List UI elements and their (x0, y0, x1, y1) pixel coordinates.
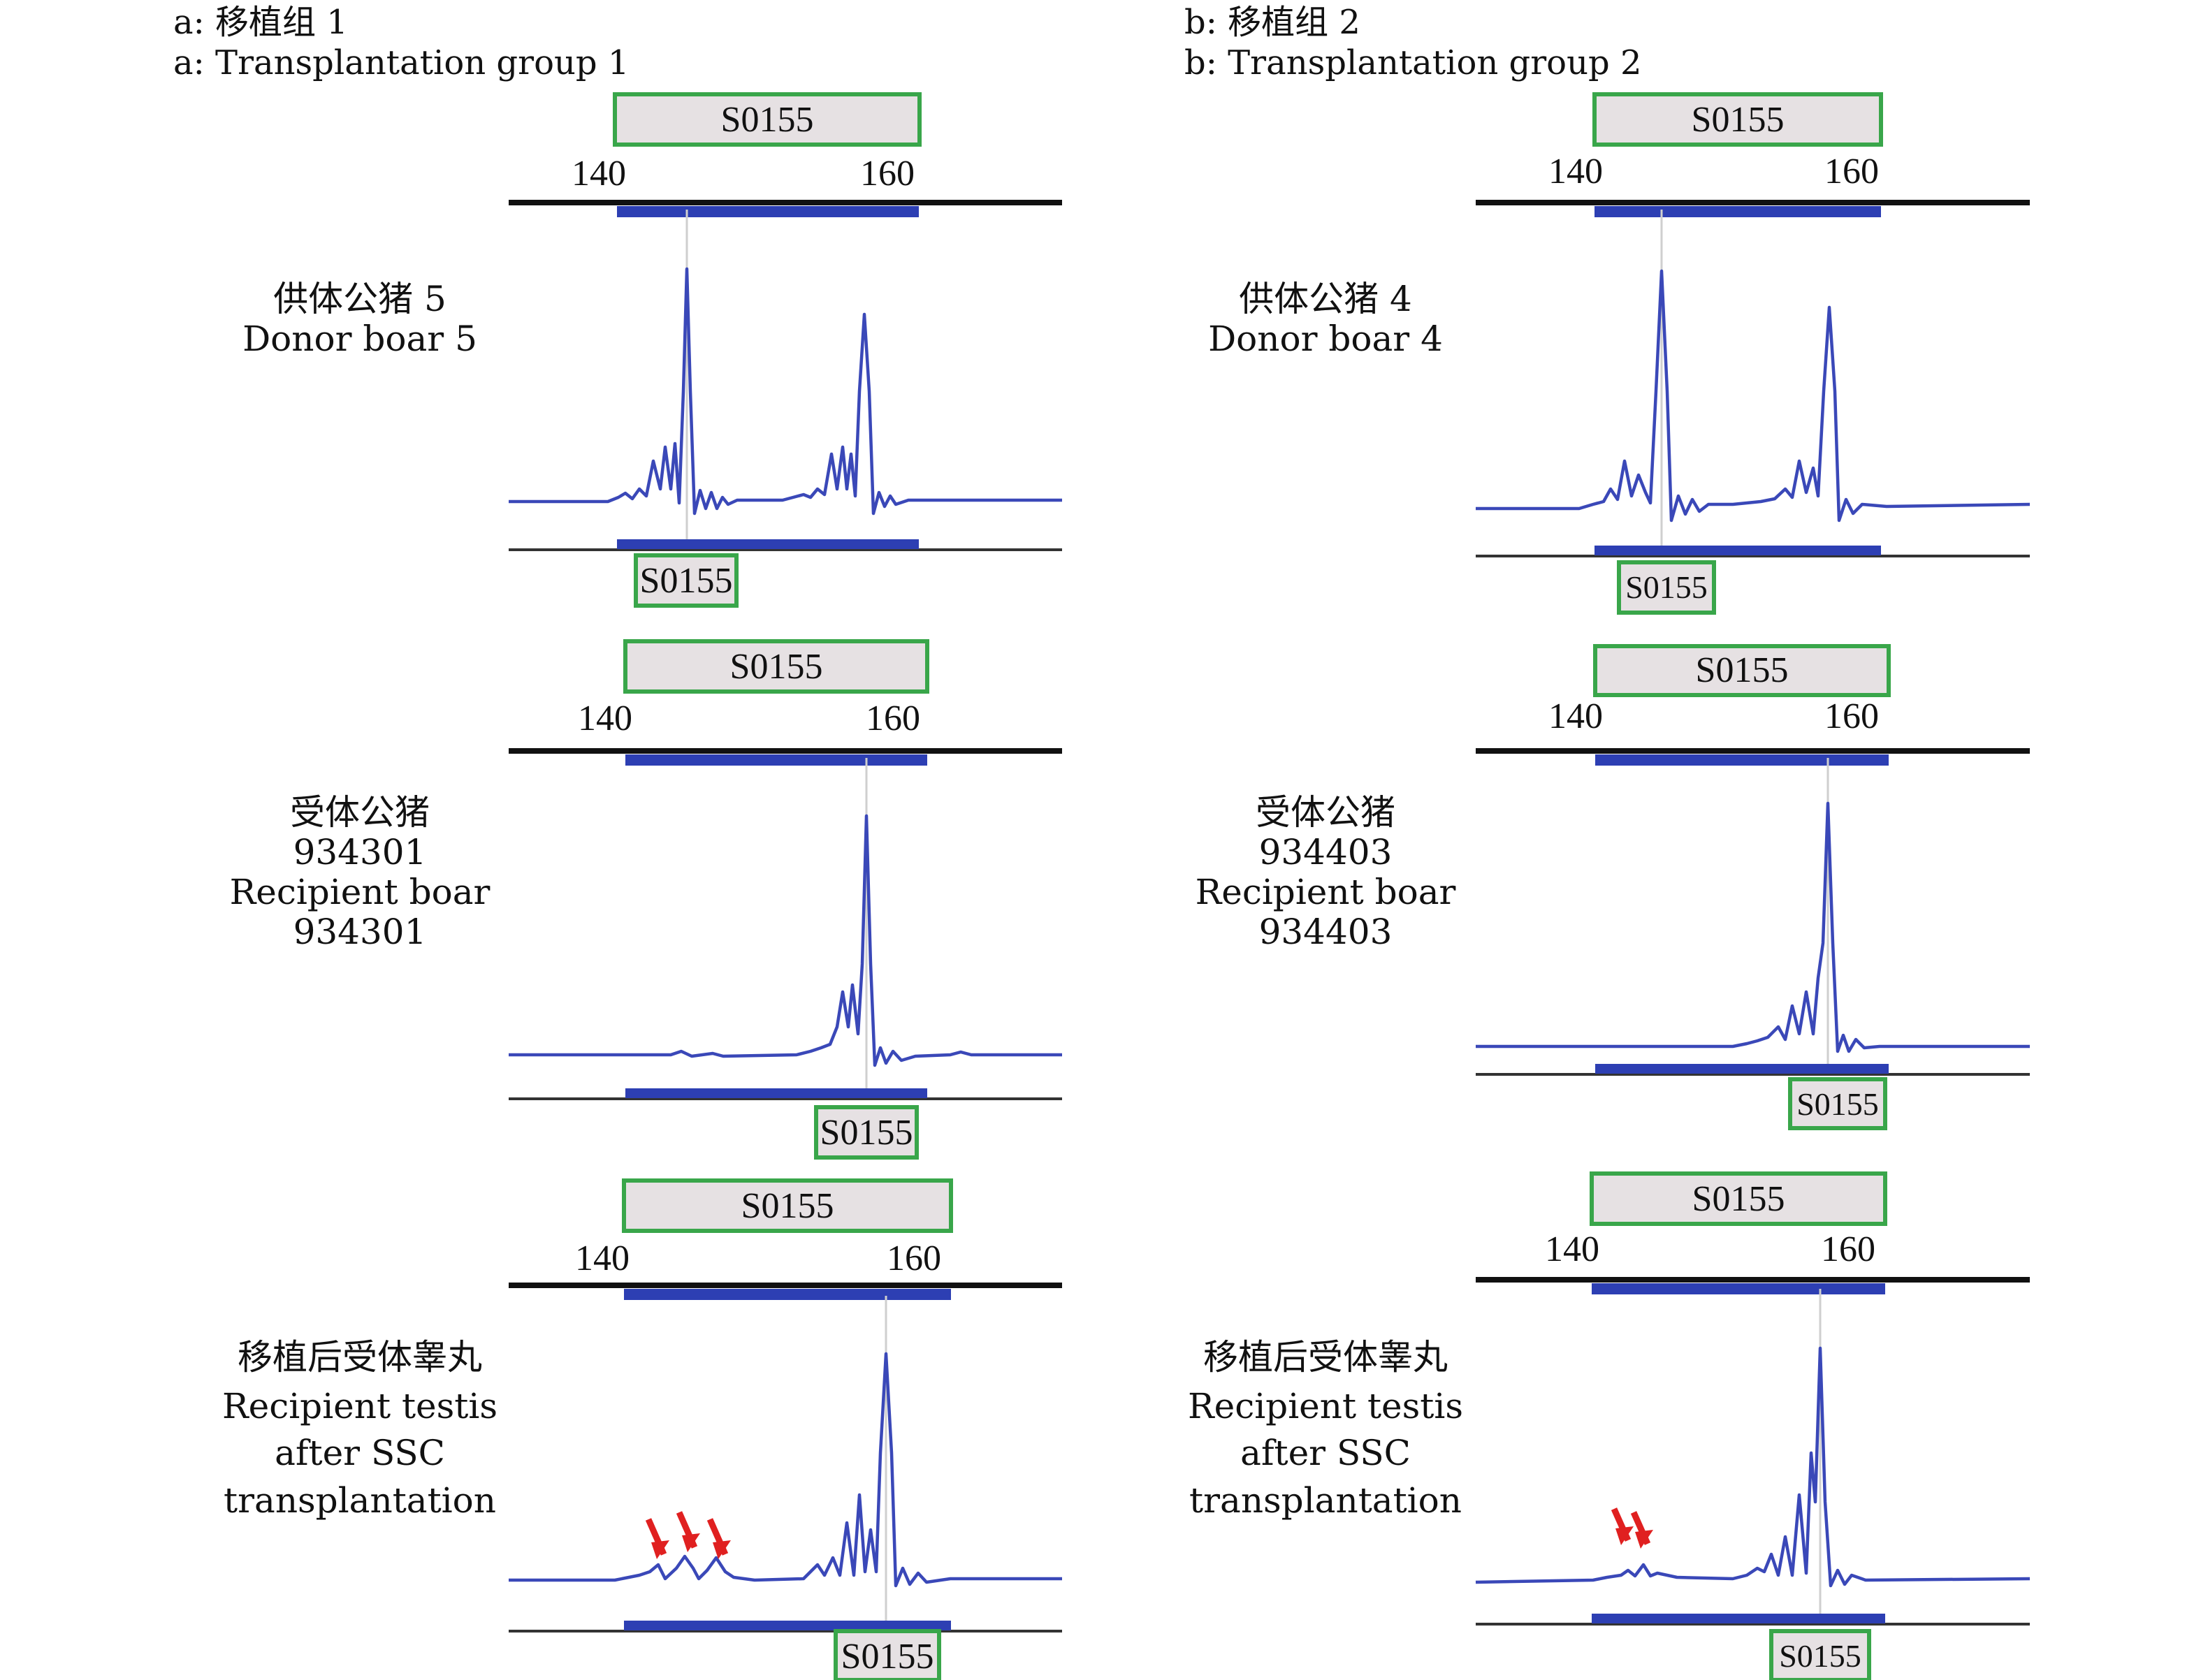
b2-label-id-en: 934403 (1259, 912, 1393, 952)
trace (1476, 801, 2030, 1053)
bin-bar-bottom (624, 1621, 951, 1630)
marker-box-top (1593, 644, 1891, 697)
bin-bar-top (1595, 754, 1889, 766)
panel-b1: S0155 140 160 S0155 (1476, 92, 2031, 615)
red-arrow-2-head (682, 1533, 700, 1552)
marker-box-bottom (1617, 560, 1716, 615)
trace (1476, 269, 2031, 523)
marker-label-bottom: S0155 (1625, 569, 1708, 605)
panel-b-header-en: b: Transplantation group 2 (1184, 43, 1642, 82)
a2-label-en: Recipient boar (230, 872, 491, 912)
bin-bar-top (624, 1289, 951, 1300)
marker-label-bottom: S0155 (1796, 1086, 1879, 1122)
bin-bar-bottom (1595, 546, 1881, 555)
red-arrow-2-head (1635, 1530, 1653, 1549)
panel-a-header-en: a: Transplantation group 1 (173, 43, 629, 82)
tick-160: 160 (887, 1239, 941, 1278)
b1-label-zh: 供体公猪 4 (1239, 279, 1412, 319)
bin-bar-bottom (625, 1088, 927, 1098)
bin-bar-top (625, 754, 927, 766)
panel-a1: S0155 140 160 S0155 (509, 92, 1062, 608)
tick-160: 160 (866, 699, 920, 738)
panel-a-header-zh: a: 移植组 1 (173, 3, 348, 42)
panel-a2: S0155 140 160 S0155 (509, 639, 1062, 1160)
marker-box-bottom (634, 553, 739, 608)
marker-box-top (1590, 1171, 1887, 1226)
red-arrow-1-head (1615, 1526, 1634, 1545)
marker-label-bottom: S0155 (1779, 1638, 1861, 1674)
trace (1475, 1346, 2031, 1588)
b2-label-en: Recipient boar (1196, 872, 1456, 912)
marker-label-bottom: S0155 (841, 1637, 934, 1677)
panel-b2: S0155 140 160 S0155 (1476, 644, 2030, 1130)
a3-label-en-1: Recipient testis (222, 1386, 497, 1426)
marker-label-top: S0155 (1692, 100, 1785, 140)
b3-label-zh: 移植后受体睾丸 (1203, 1337, 1448, 1378)
panel-b3: S0155 140 160 S0155 (1475, 1171, 2031, 1680)
b1-label-en: Donor boar 4 (1208, 319, 1443, 359)
marker-label-top: S0155 (1692, 1179, 1785, 1219)
marker-box-top (623, 639, 929, 694)
tick-140: 140 (1548, 696, 1603, 736)
marker-label-top: S0155 (1696, 650, 1789, 690)
b3-label-en-2: after SSC (1240, 1433, 1411, 1473)
marker-label-bottom: S0155 (640, 561, 733, 601)
bin-bar-top (1592, 1283, 1885, 1294)
marker-label-bottom: S0155 (820, 1113, 913, 1153)
a1-label-zh: 供体公猪 5 (273, 279, 446, 319)
b3-label-en-3: transplantation (1189, 1480, 1462, 1521)
arrow-markers (645, 1511, 731, 1559)
trace (509, 814, 1062, 1067)
marker-box-bottom (834, 1629, 941, 1680)
trace (509, 1352, 1062, 1588)
a2-label-zh: 受体公猪 (290, 792, 430, 833)
marker-box-top (1592, 92, 1883, 147)
arrow-markers (1611, 1507, 1653, 1549)
bin-bar-top (617, 206, 919, 217)
a2-label-id: 934301 (293, 832, 427, 872)
tick-140: 140 (578, 699, 632, 738)
tick-140: 140 (572, 154, 626, 193)
bin-bar-bottom (1595, 1064, 1889, 1074)
tick-160: 160 (1824, 696, 1879, 736)
tick-160: 160 (1824, 152, 1879, 191)
marker-box-top (622, 1178, 953, 1233)
a3-label-en-2: after SSC (275, 1433, 445, 1473)
bin-bar-bottom (617, 539, 919, 549)
marker-box-bottom (814, 1105, 919, 1160)
trace (509, 267, 1062, 516)
red-arrow-3-head (713, 1540, 731, 1559)
tick-140: 140 (575, 1239, 630, 1278)
panel-a3: S0155 140 160 S0155 (509, 1178, 1062, 1680)
b2-label-id: 934403 (1259, 832, 1393, 872)
tick-160: 160 (860, 154, 915, 193)
red-arrow-1-head (651, 1540, 669, 1559)
marker-label-top: S0155 (741, 1186, 834, 1226)
a3-label-zh: 移植后受体睾丸 (238, 1337, 482, 1378)
tick-140: 140 (1548, 152, 1603, 191)
marker-label-top: S0155 (721, 100, 814, 140)
b3-label-en-1: Recipient testis (1188, 1386, 1463, 1426)
a1-label-en: Donor boar 5 (242, 319, 477, 359)
a2-label-id-en: 934301 (293, 912, 427, 952)
tick-160: 160 (1821, 1229, 1875, 1269)
panel-b-header-zh: b: 移植组 2 (1184, 3, 1360, 42)
bin-bar-top (1595, 206, 1881, 217)
bin-bar-bottom (1592, 1614, 1885, 1623)
marker-box-top (613, 92, 922, 147)
b2-label-zh: 受体公猪 (1256, 792, 1395, 833)
a3-label-en-3: transplantation (224, 1480, 496, 1521)
marker-box-bottom (1788, 1077, 1887, 1130)
marker-box-bottom (1769, 1629, 1871, 1680)
marker-label-top: S0155 (730, 647, 823, 687)
tick-140: 140 (1545, 1229, 1599, 1269)
